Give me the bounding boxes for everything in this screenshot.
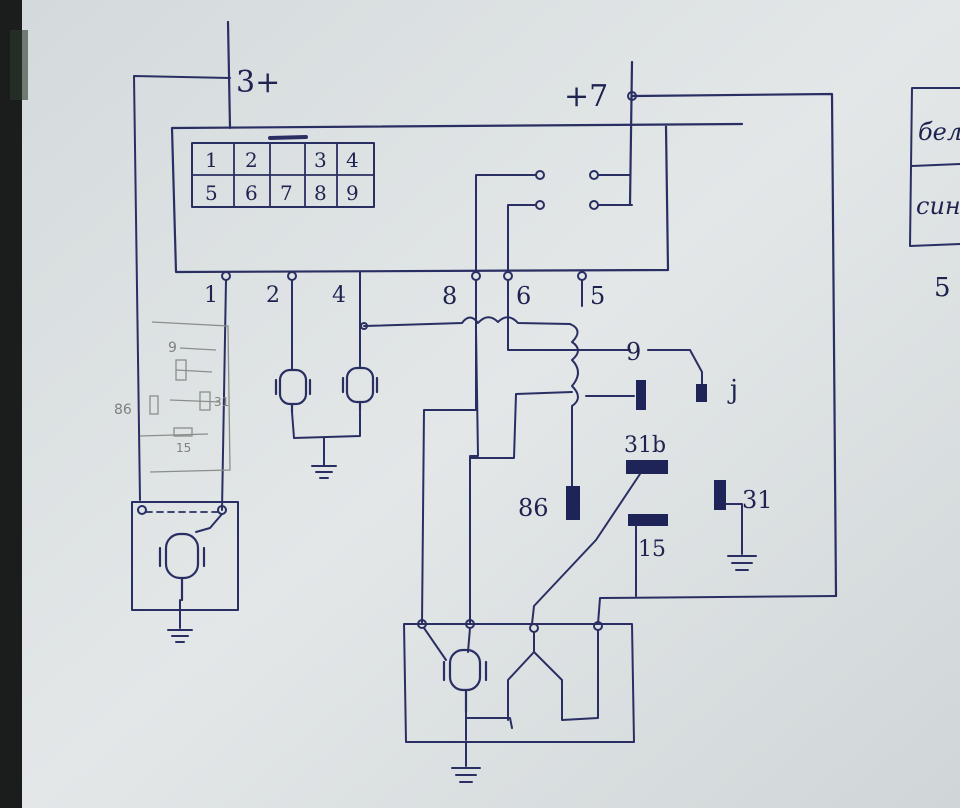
- pin-8-label: 8: [442, 282, 457, 310]
- terminal-31b-label: 31b: [624, 433, 666, 458]
- terminal-j: j: [696, 375, 738, 405]
- terminal-31: 31: [714, 480, 773, 571]
- side-table: бел син 5: [909, 87, 960, 303]
- motor-icon: [274, 368, 312, 414]
- switch-contact-icon: [475, 170, 633, 273]
- pin-2: 2: [266, 271, 297, 371]
- label-plus3: 3+: [236, 65, 280, 100]
- terminal-86: 86: [518, 486, 580, 522]
- side-table-row1: бел: [918, 118, 960, 146]
- motor-icon: [341, 366, 379, 412]
- pin-cell: 5: [205, 181, 218, 205]
- pencil-label-31: 31: [214, 395, 229, 409]
- ground-icon: [451, 767, 481, 783]
- terminal-j-label: j: [727, 375, 738, 405]
- terminal-9-label: 9: [626, 338, 641, 366]
- pin-6-label: 6: [516, 282, 531, 310]
- pin-cell: 4: [346, 148, 359, 172]
- pin-cell: 1: [205, 148, 218, 172]
- left-motor-box: [131, 501, 239, 643]
- pin-1-label: 1: [204, 283, 218, 308]
- motor-icon: [442, 648, 488, 714]
- pin-cell: 8: [314, 181, 327, 205]
- pin-cell: 3: [314, 148, 327, 172]
- pin-cell: 6: [245, 181, 258, 205]
- control-unit: 1 2 3 4 5 6 7 8 9: [170, 122, 744, 274]
- terminal-15: 15: [628, 514, 668, 597]
- pin-4: 4: [332, 271, 361, 369]
- pencil-sketch: 9 86 31 15: [114, 321, 231, 473]
- pencil-label-9: 9: [168, 340, 177, 356]
- pin-2-label: 2: [266, 283, 280, 308]
- paper-sheet: [22, 0, 960, 808]
- pin-4-label: 4: [332, 283, 346, 308]
- pin-cell: 9: [346, 181, 359, 205]
- terminal-31b: 31b: [531, 433, 668, 625]
- label-plus7: +7: [564, 79, 608, 114]
- pencil-label-15: 15: [176, 441, 191, 455]
- pin-cell: 2: [245, 148, 258, 172]
- pencil-label-86: 86: [114, 402, 132, 418]
- terminal-15-label: 15: [638, 537, 666, 562]
- terminal-31-label: 31: [742, 486, 773, 514]
- bottom-motor-box: [403, 619, 635, 783]
- ground-icon: [311, 465, 337, 479]
- pin-cell: 7: [280, 181, 293, 205]
- pin-5: 5: [577, 271, 605, 310]
- terminal-86-label: 86: [518, 494, 549, 522]
- side-table-row2: син: [916, 192, 960, 220]
- ground-icon: [727, 555, 757, 571]
- pin-1: 1: [204, 271, 231, 511]
- side-table-below: 5: [934, 273, 951, 303]
- pin-5-label: 5: [590, 282, 605, 310]
- motor-icon: [158, 532, 206, 602]
- terminal-9: 9: [626, 338, 703, 385]
- ground-icon: [167, 629, 193, 643]
- connector-grid: 1 2 3 4 5 6 7 8 9: [191, 142, 375, 208]
- terminal-icon: [585, 380, 646, 410]
